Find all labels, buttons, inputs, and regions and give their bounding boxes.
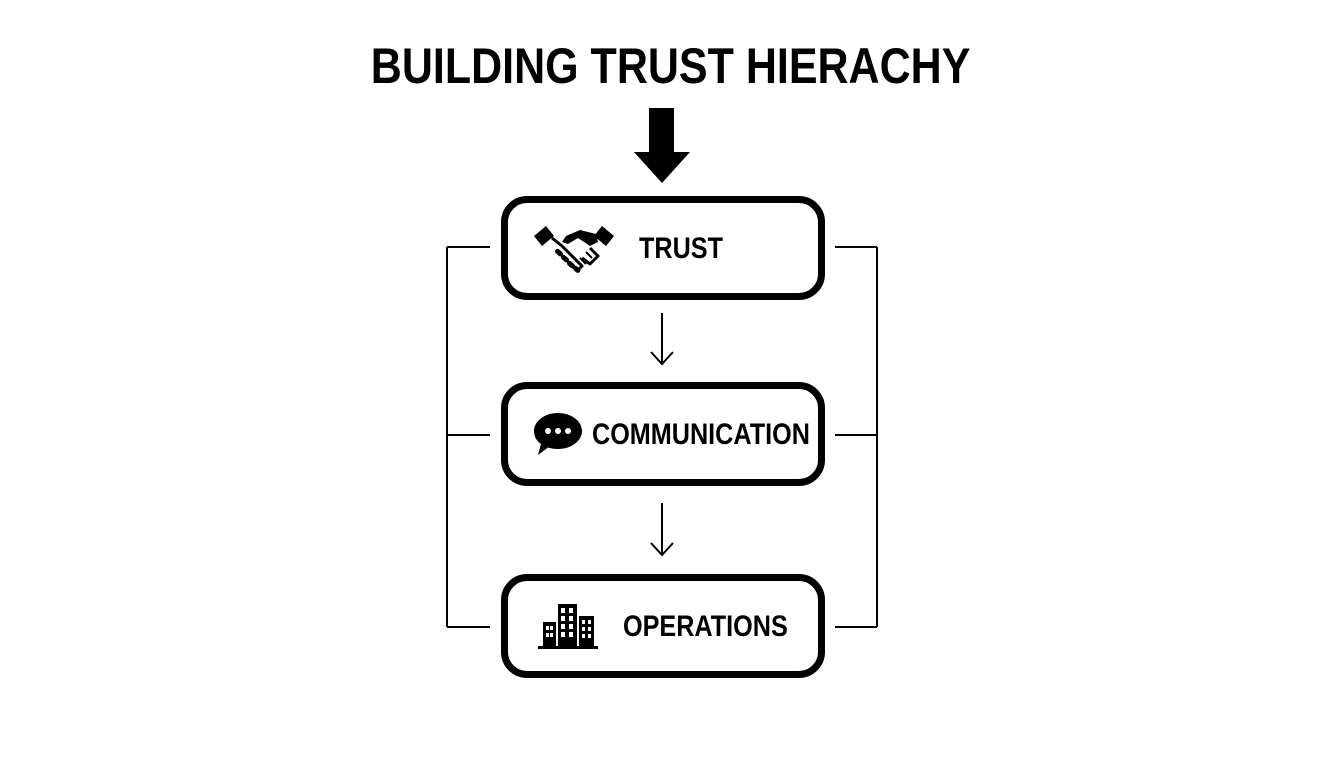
speech-bubble-icon — [532, 389, 584, 479]
buildings-icon — [538, 581, 598, 671]
node-communication: COMMUNICATION — [501, 382, 825, 486]
node-label-operations: OPERATIONS — [623, 610, 788, 643]
node-operations: OPERATIONS — [501, 574, 825, 678]
right-bracket — [835, 246, 878, 628]
handshake-icon — [532, 203, 616, 293]
diagram-title: BUILDING TRUST HIERACHY — [370, 38, 971, 94]
arrow-trust-to-communication — [650, 313, 674, 366]
node-label-trust: TRUST — [639, 232, 723, 265]
top-arrow-icon — [634, 108, 690, 183]
node-trust: TRUST — [501, 196, 825, 300]
node-label-communication: COMMUNICATION — [592, 418, 810, 451]
arrow-communication-to-operations — [650, 503, 674, 557]
left-bracket — [446, 246, 490, 628]
